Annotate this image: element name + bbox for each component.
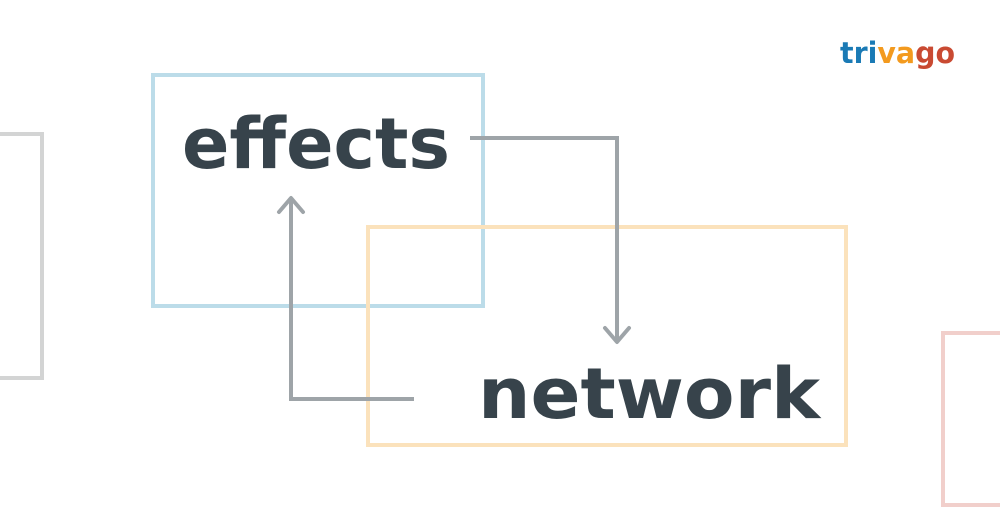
arrow-effects-to-network — [470, 136, 619, 340]
word-effects: effects — [182, 103, 450, 185]
arrow-network-to-effects — [289, 200, 414, 401]
word-network: network — [478, 353, 822, 435]
arrow-up-head-icon — [277, 196, 305, 214]
trivago-logo: trivago — [840, 36, 955, 70]
left-edge-frame — [0, 132, 44, 380]
logo-part-va: va — [877, 36, 915, 70]
logo-part-go: go — [915, 36, 955, 70]
network-frame — [366, 225, 848, 447]
arrow-down-head-icon — [603, 326, 631, 344]
logo-part-tri: tri — [840, 36, 877, 70]
effects-frame — [151, 73, 485, 308]
right-edge-frame — [941, 331, 1000, 507]
